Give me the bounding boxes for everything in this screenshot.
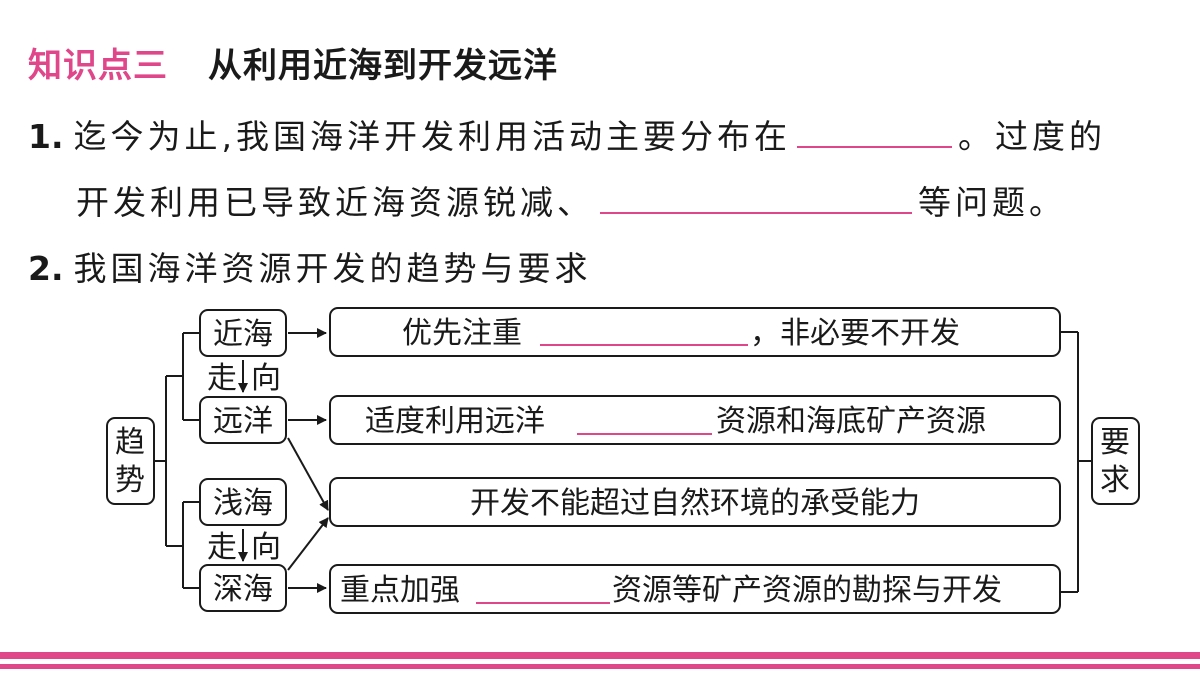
svg-text:重点加强: 重点加强 [340,573,460,608]
arrow-diagonal-icon [287,517,329,571]
svg-text:适度利用远洋: 适度利用远洋 [365,404,545,439]
svg-text:走: 走 [207,530,237,565]
node-deep: 深海 [199,564,287,612]
svg-text:，非必要不开发: ，非必要不开发 [750,316,960,351]
blank-2[interactable] [600,211,912,214]
trend-label-char-2: 势 [115,463,145,498]
requirement-label-char-1: 要 [1100,425,1130,460]
bottom-band-lower [0,664,1200,669]
question-1-line-1: 1.迄今为止,我国海洋开发利用活动主要分布在 。过度的 [28,110,1106,158]
node-ocean: 远洋 [199,396,287,444]
section-title: 从利用近海到开发远洋 [208,46,558,86]
direction-lower: 走 向 [207,529,281,565]
node-arrows [287,328,329,593]
question-2-line: 2.我国海洋资源开发的趋势与要求 [28,242,592,290]
question-1-line-2: 开发利用已导致近海资源锐减、 等问题。 [76,176,1066,224]
svg-text:走: 走 [207,361,237,396]
question-1-text-d: 等问题。 [918,183,1066,222]
trend-label-char-1: 趋 [115,425,145,460]
requirement-box-2: 适度利用远洋 资源和海底矿产资源 [329,395,1061,445]
bottom-band-upper [0,652,1200,659]
question-1-text-b: 。过度的 [958,117,1106,156]
svg-text:优先注重: 优先注重 [402,316,522,351]
requirement-box-1: 优先注重 ，非必要不开发 [329,307,1061,357]
svg-text:近海: 近海 [213,317,273,352]
node-shallow: 浅海 [199,478,287,526]
blank-1[interactable] [797,145,952,148]
trend-label-box: 趋 势 [106,417,155,505]
svg-text:开发不能超过自然环境的承受能力: 开发不能超过自然环境的承受能力 [470,486,920,521]
direction-upper: 走 向 [207,360,281,396]
section-heading: 知识点三从利用近海到开发远洋 [28,38,558,87]
svg-text:向: 向 [251,361,281,396]
svg-text:浅海: 浅海 [213,486,273,521]
svg-text:深海: 深海 [213,572,273,607]
requirement-label-char-2: 求 [1100,463,1130,498]
question-1-number: 1. [28,117,64,156]
svg-text:远洋: 远洋 [213,404,273,439]
question-1-text-c: 开发利用已导致近海资源锐减、 [76,183,594,222]
question-2-number: 2. [28,249,64,288]
requirement-box-3: 开发不能超过自然环境的承受能力 [329,477,1061,527]
svg-text:资源和海底矿产资源: 资源和海底矿产资源 [716,404,986,439]
svg-text:资源等矿产资源的勘探与开发: 资源等矿产资源的勘探与开发 [612,573,1002,608]
requirement-label-box: 要 求 [1091,417,1140,505]
requirement-box-4: 重点加强 资源等矿产资源的勘探与开发 [329,564,1061,614]
node-nearshore: 近海 [199,309,287,357]
arrow-diagonal-icon [287,437,329,511]
section-label: 知识点三 [28,46,168,86]
trend-bracket [154,332,200,589]
question-1-text-a: 迄今为止,我国海洋开发利用活动主要分布在 [73,117,791,156]
svg-text:向: 向 [251,530,281,565]
requirement-bracket [1060,331,1092,593]
question-2-title: 我国海洋资源开发的趋势与要求 [73,249,592,288]
